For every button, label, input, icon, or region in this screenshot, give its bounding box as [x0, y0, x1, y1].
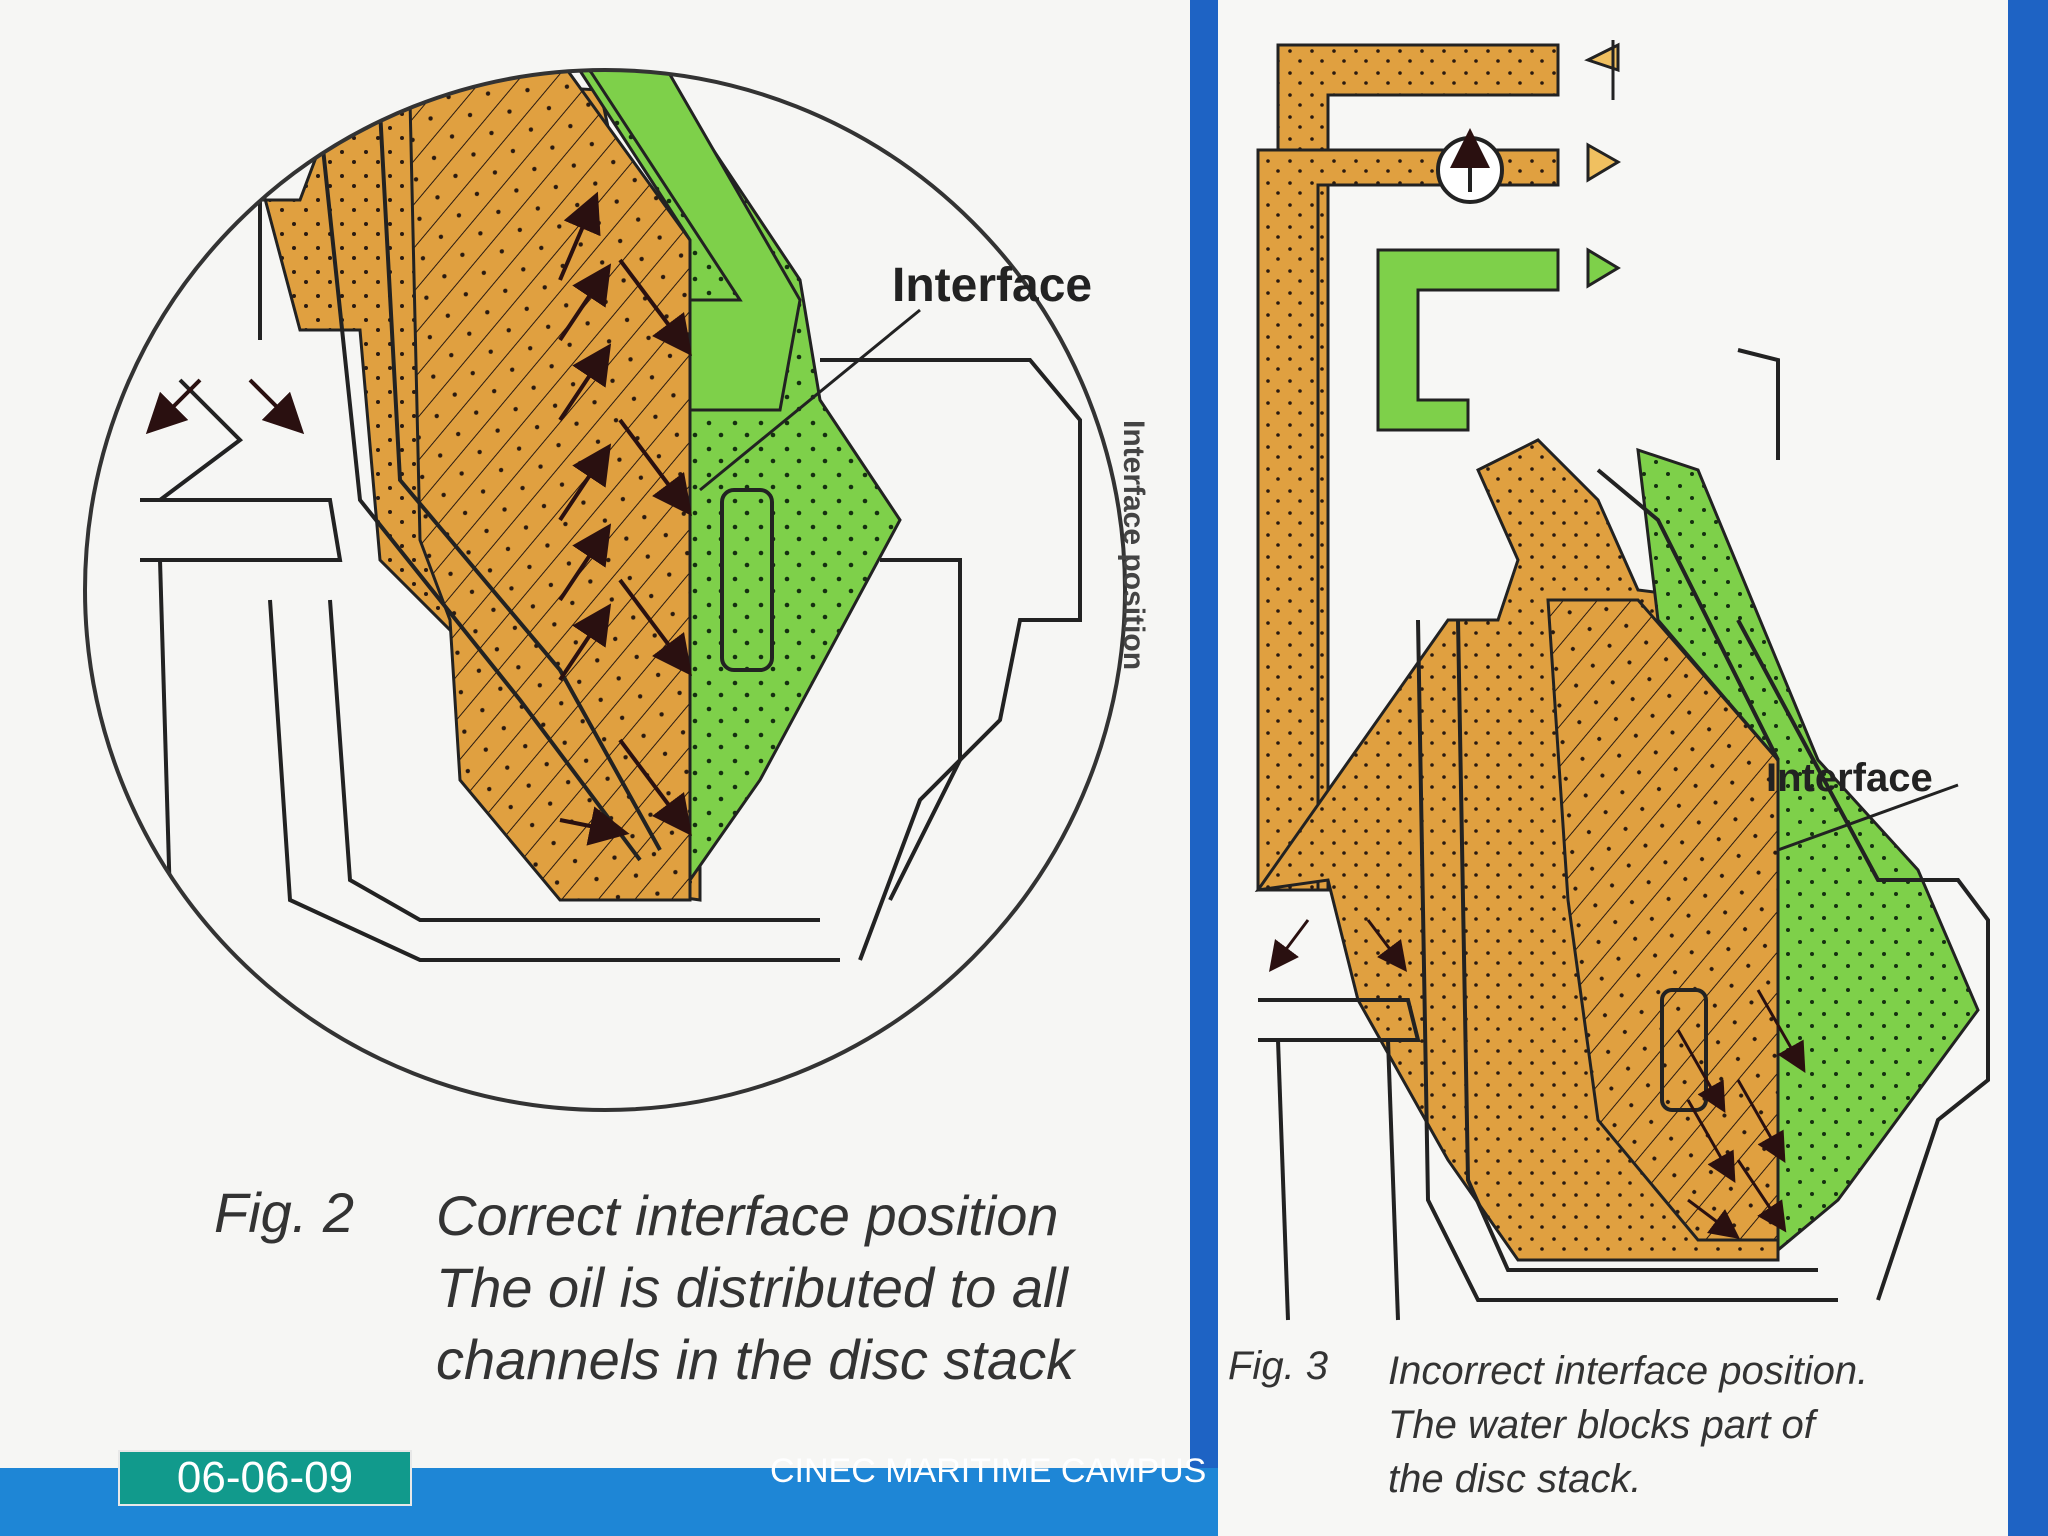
fig2-side-text: Interface position: [1117, 420, 1150, 671]
right-edge-bar: [2008, 0, 2048, 1536]
fig2-panel: Interface Fig. 2 Correct interface posit…: [0, 0, 1190, 1536]
fig2-figure-label: Fig. 2: [214, 1181, 355, 1244]
fig2-water-channel: [567, 70, 802, 412]
fig2-magnifier-circle: [83, 68, 1127, 1112]
fig3-arrow-oil-out: [1584, 42, 1620, 73]
panel-divider: [1190, 0, 1218, 1536]
fig2-bowl-outline: [140, 109, 1082, 962]
fig3-arrow-pressure-out: [1586, 142, 1621, 183]
fig3-diagram: [1254, 40, 1990, 1321]
fig2-magnified-view: [140, 70, 1082, 962]
fig2-flow-arrows: [145, 191, 692, 846]
fig3-arrow-water-out: [1586, 247, 1621, 289]
fig3-panel: Interface Fig. 3 Incorrect interface pos…: [1218, 0, 2008, 1536]
fig3-bowl-outline: [1258, 348, 1990, 1321]
fig3-figure-label: Fig. 3: [1228, 1344, 1329, 1388]
footer-text: CINEC MARITIME CAMPUS: [770, 1452, 1207, 1490]
fig3-water-outlet-pipe: [1376, 248, 1560, 432]
fig3-flow-arrows: [1269, 919, 1806, 1239]
fig2-disc-stack-oil: [408, 70, 692, 902]
fig2-interface-label: Interface: [892, 259, 1093, 312]
fig3-interface-label: Interface: [1766, 756, 1933, 800]
fig3-caption: Incorrect interface position. The water …: [1388, 1349, 1869, 1501]
fig2-diagram: [83, 68, 1127, 1112]
fig2-caption: Correct interface position The oil is di…: [436, 1184, 1075, 1391]
footer-date: 06-06-09: [118, 1450, 412, 1506]
